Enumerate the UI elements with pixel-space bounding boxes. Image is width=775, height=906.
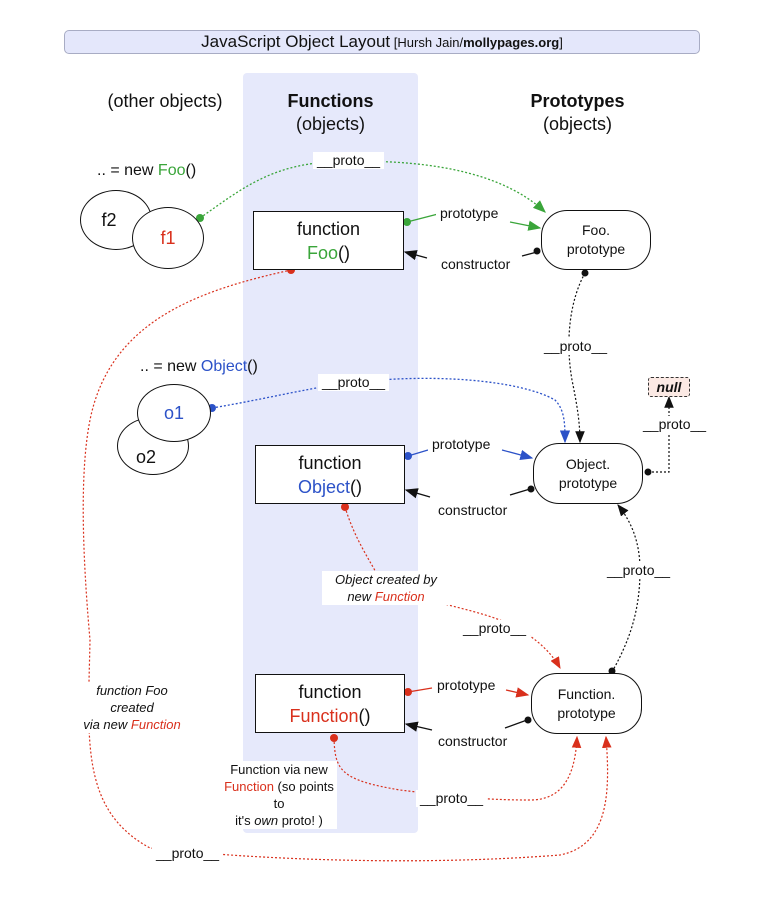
new-foo-caption: .. = new Foo() xyxy=(97,162,197,179)
label-proto-objproto: __proto__ xyxy=(639,416,711,433)
label-constructor-function: constructor xyxy=(434,733,512,750)
edge-foo-prototype xyxy=(406,213,439,223)
function-foo-box[interactable]: function Foo() xyxy=(253,211,404,270)
title-site: mollypages.org xyxy=(463,35,560,50)
label-proto-foofn: __proto__ xyxy=(152,845,224,862)
label-prototype-function: prototype xyxy=(433,677,500,694)
note-foo-created: function Foo created via new Function xyxy=(72,682,192,733)
label-constructor-object: constructor xyxy=(434,502,512,519)
label-proto-functionfn: __proto__ xyxy=(416,790,488,807)
edge-foo-constructor xyxy=(403,250,428,261)
title-bracket-open: [ xyxy=(390,35,398,50)
edge-function-constructor xyxy=(404,721,433,732)
label-prototype-object: prototype xyxy=(428,436,495,453)
title-author: Hursh Jain/ xyxy=(397,35,464,50)
function-object-box[interactable]: function Object() xyxy=(255,445,405,504)
foo-prototype-node[interactable]: Foo.prototype xyxy=(541,210,651,270)
label-proto-f1: __proto__ xyxy=(313,152,385,169)
column-functions: Functions (objects) xyxy=(243,90,418,136)
function-function-box[interactable]: function Function() xyxy=(255,674,405,733)
column-prototypes: Prototypes (objects) xyxy=(490,90,665,136)
diagram-title: JavaScript Object Layout [Hursh Jain/mol… xyxy=(64,30,700,54)
edge-functionfn-proto xyxy=(333,735,582,801)
column-prototypes-sub: (objects) xyxy=(542,114,613,134)
label-proto-fooproto: __proto__ xyxy=(540,338,612,355)
null-node: null xyxy=(648,377,690,397)
function-prototype-node[interactable]: Function.prototype xyxy=(531,673,642,734)
instance-o1[interactable]: o1 xyxy=(137,384,211,442)
note-object-created: Object created by new Function xyxy=(322,571,450,605)
column-other-objects: (other objects) xyxy=(107,91,223,111)
edge-foofn-proto xyxy=(82,269,612,862)
note-function-self: Function via new Function (so points to … xyxy=(221,761,337,829)
new-object-caption: .. = new Object() xyxy=(140,358,258,375)
label-proto-objectfn: __proto__ xyxy=(459,620,531,637)
title-bracket-close: ] xyxy=(559,35,563,50)
object-prototype-node[interactable]: Object.prototype xyxy=(533,443,643,504)
edge-objproto-null xyxy=(648,395,674,473)
label-proto-funcproto: __proto__ xyxy=(603,562,675,579)
column-prototypes-heading: Prototypes xyxy=(530,91,625,111)
instance-f1[interactable]: f1 xyxy=(132,207,204,269)
label-proto-o1: __proto__ xyxy=(318,374,390,391)
title-main: JavaScript Object Layout xyxy=(201,32,391,51)
edge-funcproto-proto xyxy=(611,504,641,673)
edge-function-prototype xyxy=(407,687,433,693)
label-constructor-foo: constructor xyxy=(437,256,515,273)
label-prototype-foo: prototype xyxy=(436,205,503,222)
edge-object-constructor xyxy=(404,488,431,499)
column-functions-sub: (objects) xyxy=(295,114,366,134)
edge-fooproto-proto xyxy=(568,272,586,444)
column-functions-heading: Functions xyxy=(287,91,374,111)
